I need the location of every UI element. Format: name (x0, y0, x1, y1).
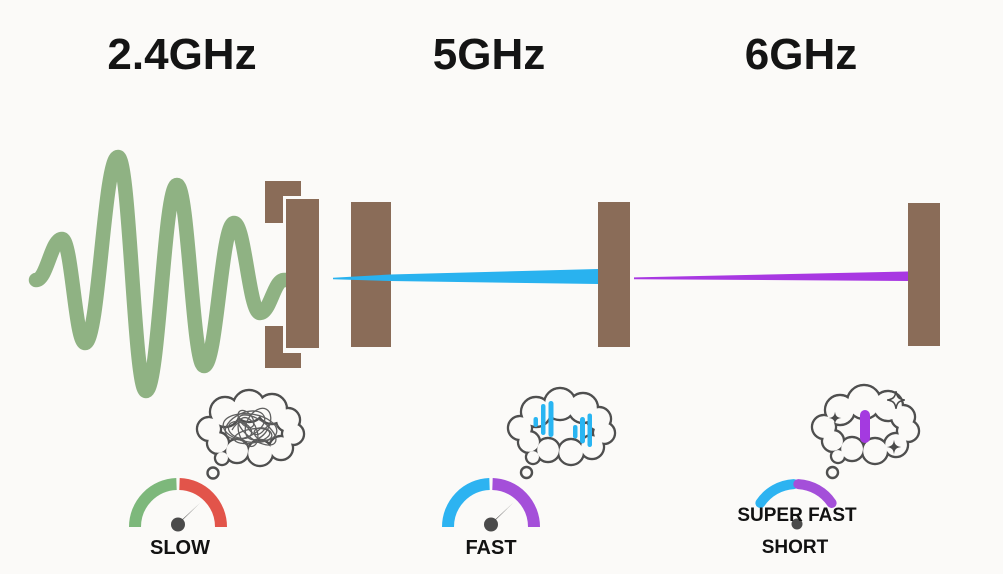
beam-6ghz-icon (634, 271, 908, 281)
wall-5ghz-start (351, 202, 391, 347)
gauge-arc-left (755, 479, 799, 508)
band-title-5ghz: 5GHz (432, 30, 546, 79)
speed-gauge-5ghz (442, 478, 540, 532)
speed-gauge-2-4ghz (129, 478, 227, 532)
speed-label-super-fast: SUPER FAST (737, 505, 857, 526)
speed-label-fast: FAST (465, 537, 517, 559)
gauge-arc-left (129, 478, 178, 528)
range-label-short: SHORT (761, 537, 829, 558)
gauge-arc-right (793, 479, 837, 508)
bubble-trail-dot (206, 466, 220, 480)
gauge-needle-pivot (791, 518, 803, 530)
gauge-arc-right (491, 478, 540, 528)
beam-5ghz-icon (333, 269, 598, 284)
sparkle-icon (887, 391, 905, 409)
clear-signal-sparkles-icon (828, 391, 905, 455)
gauge-arc-right (178, 478, 227, 528)
tangled-scribble-icon (222, 407, 279, 448)
signal-bars-icon (533, 401, 592, 447)
sparkle-icon (828, 411, 842, 425)
broken-wall-top-fragment (265, 181, 301, 223)
clear-signal-bar (860, 410, 870, 443)
speed-label-slow: SLOW (150, 537, 210, 559)
band-title-6ghz: 6GHz (744, 30, 858, 79)
walls (265, 181, 940, 368)
thought-bubble-5ghz (506, 386, 617, 480)
thought-bubble-2-4ghz (195, 388, 306, 480)
wave-2-4ghz-icon (28, 149, 300, 399)
wall-6ghz-end (908, 203, 940, 346)
thought-bubble-6ghz (810, 383, 921, 480)
gauge-needle-pivot (484, 517, 498, 532)
bubble-trail-dot (519, 465, 534, 480)
speed-gauge-6ghz (755, 479, 837, 530)
gauge-needle-pivot (171, 517, 185, 532)
wall-2-4ghz (286, 199, 319, 348)
gauge-arc-left (442, 478, 491, 528)
sparkle-icon (886, 439, 902, 455)
band-title-2-4ghz: 2.4GHz (107, 30, 257, 79)
wall-5ghz-end (598, 202, 630, 347)
broken-wall-bottom-fragment (265, 326, 301, 368)
bubble-trail-dot (825, 465, 840, 480)
